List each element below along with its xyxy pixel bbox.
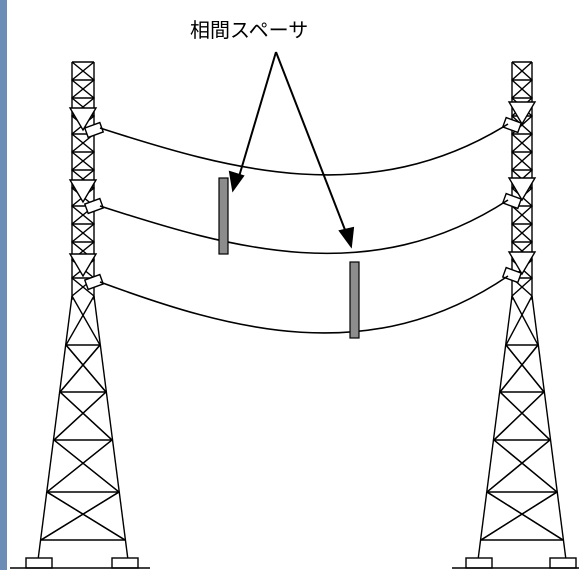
lower-conductor [99,275,509,334]
conductors [99,123,509,334]
phase-spacer-right [349,261,360,339]
phase-spacer-left [218,177,229,255]
upper-conductor [99,123,509,176]
right-insulators [501,101,537,284]
left-edge-band [0,0,7,570]
middle-conductor [99,199,509,255]
arrowhead-left [228,170,245,193]
phase-spacer-label: 相間スペーサ [190,18,309,42]
left-insulators [68,107,105,291]
arrowhead-right [338,226,355,249]
callout-arrows [228,51,355,249]
left-tower [10,61,150,569]
right-tower [452,61,579,569]
